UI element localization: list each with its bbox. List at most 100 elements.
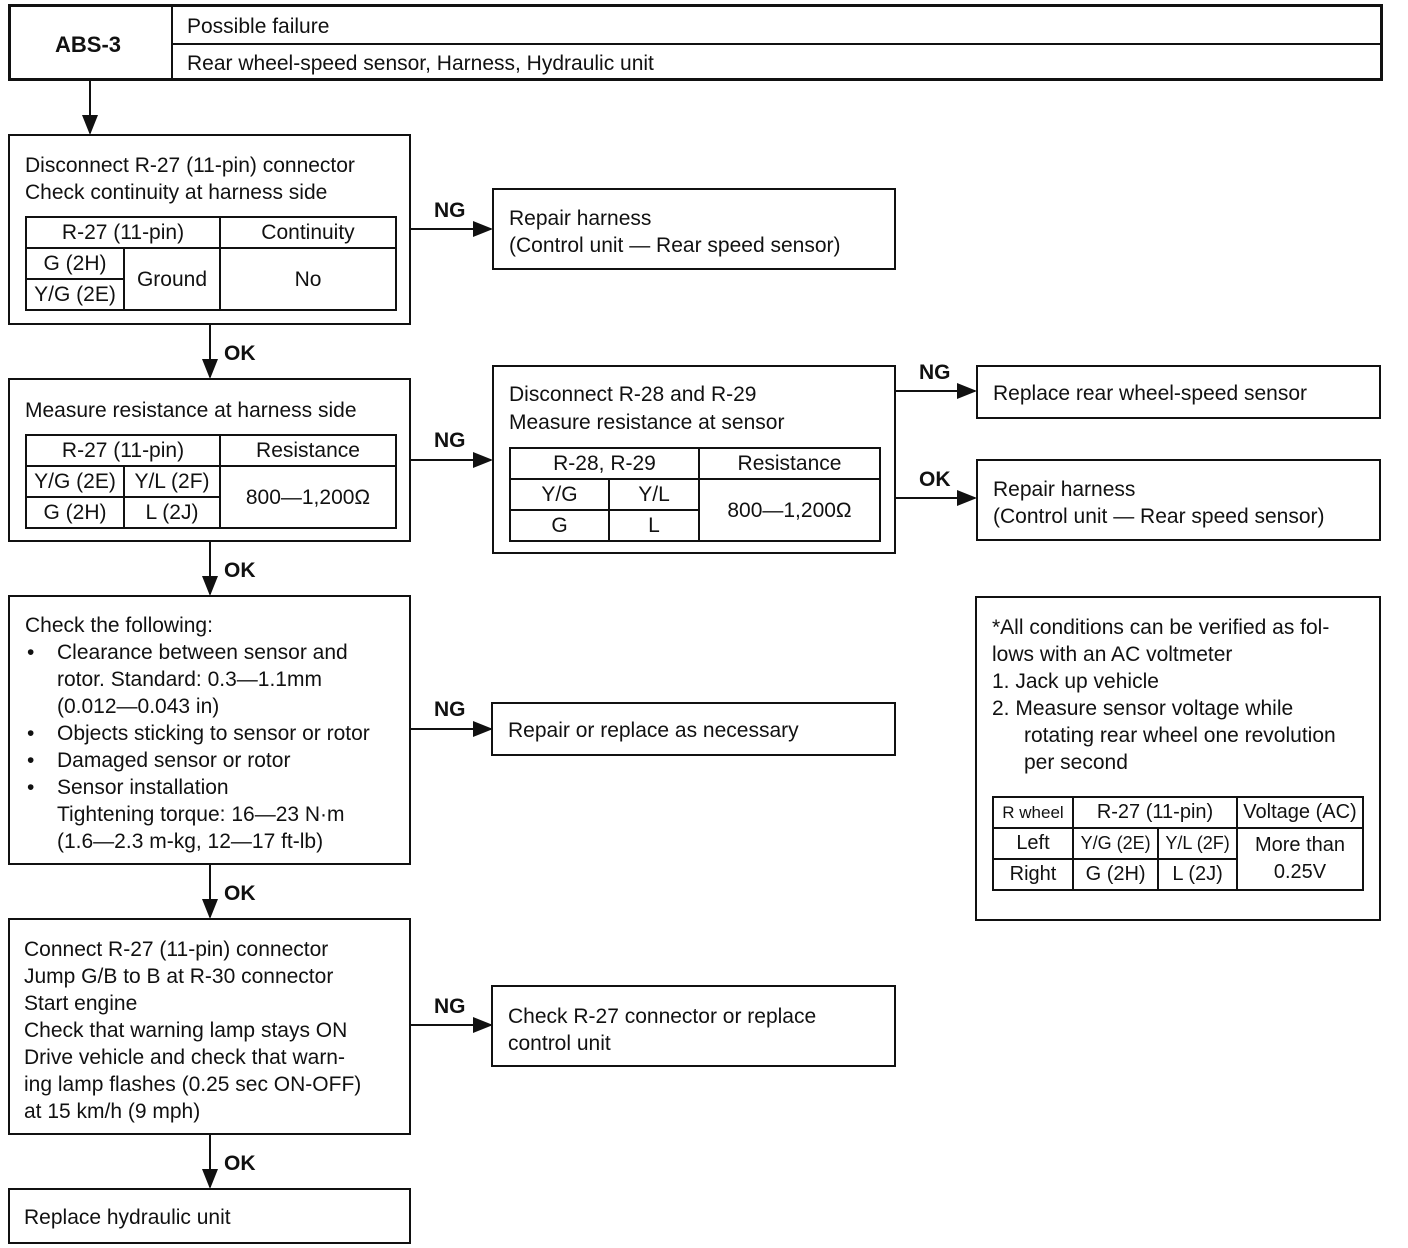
note-line6: per second <box>1024 751 1128 774</box>
note-line4: 2. Measure sensor voltage while <box>992 697 1294 720</box>
note-table-right-b: L (2J) <box>1157 858 1238 891</box>
step4-line3: Start engine <box>24 992 138 1015</box>
note-box: *All conditions can be verified as fol- … <box>975 596 1381 921</box>
step2b-ok-result-line2: (Control unit — Rear speed sensor) <box>993 505 1325 528</box>
note-table-left-b: Y/L (2F) <box>1157 827 1238 860</box>
step2b-table-value: 800—1,200Ω <box>698 478 881 542</box>
header-code-cell: ABS-3 <box>11 7 173 78</box>
step1-table-ground: Ground <box>123 247 221 311</box>
step1-line1: Disconnect R-27 (11-pin) connector <box>25 154 355 177</box>
step3-bullet4-line3: (1.6—2.3 m-kg, 12—17 ft-lb) <box>57 830 324 853</box>
step2b-ng-result-box: Replace rear wheel-speed sensor <box>976 365 1381 419</box>
step1-table: R-27 (11-pin) Continuity G (2H) Ground N… <box>25 216 397 311</box>
note-table: R wheel R-27 (11-pin) Voltage (AC) Left … <box>992 796 1364 891</box>
step2-table: R-27 (11-pin) Resistance Y/G (2E) Y/L (2… <box>25 434 397 529</box>
step2b-ok-result-line1: Repair harness <box>993 478 1136 501</box>
step5-line1: Replace hydraulic unit <box>24 1206 231 1229</box>
step2b-line2: Measure resistance at sensor <box>509 411 785 434</box>
step1-ng-label: NG <box>434 199 466 222</box>
step2b-ng-label: NG <box>919 361 951 384</box>
step4-ng-result-box: Check R-27 connector or replace control … <box>491 985 896 1067</box>
step3-bullet2: Objects sticking to sensor or rotor <box>57 722 370 745</box>
note-table-left: Left <box>992 827 1074 860</box>
possible-failure-value: Rear wheel-speed sensor, Harness, Hydrau… <box>187 52 654 75</box>
note-line1: *All conditions can be verified as fol- <box>992 616 1330 639</box>
step1-table-pin2: Y/G (2E) <box>25 278 125 311</box>
step3-box: Check the following: • Clearance between… <box>8 595 411 865</box>
step3-bullet4-dot: • <box>27 776 35 799</box>
step2-table-r1c2: Y/L (2F) <box>123 465 221 498</box>
step2b-ng-result: Replace rear wheel-speed sensor <box>993 382 1308 405</box>
header-code: ABS-3 <box>55 32 122 57</box>
step2-ok-label: OK <box>224 559 256 582</box>
step4-line7: at 15 km/h (9 mph) <box>24 1100 201 1123</box>
step1-ng-result-line2: (Control unit — Rear speed sensor) <box>509 234 841 257</box>
possible-failure-label: Possible failure <box>187 15 330 38</box>
step1-ng-result-line1: Repair harness <box>509 207 652 230</box>
step2-line1: Measure resistance at harness side <box>25 399 357 422</box>
step4-line4: Check that warning lamp stays ON <box>24 1019 348 1042</box>
note-table-right: Right <box>992 858 1074 891</box>
step3-bullet3: Damaged sensor or rotor <box>57 749 291 772</box>
step3-bullet1-line1: Clearance between sensor and <box>57 641 348 664</box>
step2-box: Measure resistance at harness side R-27 … <box>8 378 411 542</box>
note-table-right-a: G (2H) <box>1071 858 1160 891</box>
step1-table-col2: Continuity <box>219 216 397 249</box>
step3-bullet3-dot: • <box>27 749 35 772</box>
step3-bullet4-line1: Sensor installation <box>57 776 229 799</box>
step3-bullet1-dot: • <box>27 641 35 664</box>
step1-table-pin1: G (2H) <box>25 247 125 280</box>
note-table-value: More than 0.25V <box>1236 827 1364 891</box>
step2b-table: R-28, R-29 Resistance Y/G Y/L 800—1,200Ω… <box>509 447 881 542</box>
step3-bullet2-dot: • <box>27 722 35 745</box>
step2b-ok-label: OK <box>919 468 951 491</box>
step4-ng-label: NG <box>434 995 466 1018</box>
step2b-table-r1c1: Y/G <box>509 478 610 511</box>
step3-title: Check the following: <box>25 614 213 637</box>
step3-ok-label: OK <box>224 882 256 905</box>
step2-table-value: 800—1,200Ω <box>219 465 397 529</box>
note-line2: lows with an AC voltmeter <box>992 643 1233 666</box>
step1-box: Disconnect R-27 (11-pin) connector Check… <box>8 134 411 325</box>
step2b-line1: Disconnect R-28 and R-29 <box>509 383 757 406</box>
step4-ng-result-line1: Check R-27 connector or replace <box>508 1005 817 1028</box>
step1-line2: Check continuity at harness side <box>25 181 328 204</box>
step2b-ok-result-box: Repair harness (Control unit — Rear spee… <box>976 459 1381 541</box>
step3-bullet1-line2: rotor. Standard: 0.3—1.1mm <box>57 668 322 691</box>
step1-table-col1: R-27 (11-pin) <box>25 216 221 249</box>
step3-ng-result-box: Repair or replace as necessary <box>491 702 896 756</box>
step2b-table-col2: Resistance <box>698 447 881 480</box>
step2-table-r2c2: L (2J) <box>123 496 221 529</box>
step2b-table-col1: R-28, R-29 <box>509 447 700 480</box>
step4-line6: ing lamp flashes (0.25 sec ON-OFF) <box>24 1073 362 1096</box>
note-line5: rotating rear wheel one revolution <box>1024 724 1336 747</box>
step3-bullet1-line3: (0.012—0.043 in) <box>57 695 220 718</box>
step3-ng-label: NG <box>434 698 466 721</box>
step3-ng-result: Repair or replace as necessary <box>508 719 799 742</box>
step5-box: Replace hydraulic unit <box>8 1188 411 1244</box>
note-line3: 1. Jack up vehicle <box>992 670 1159 693</box>
header-box: ABS-3 Possible failure Rear wheel-speed … <box>8 4 1383 81</box>
step2b-table-r2c2: L <box>608 509 700 542</box>
step1-ng-result-box: Repair harness (Control unit — Rear spee… <box>492 188 896 270</box>
step2-table-col2: Resistance <box>219 434 397 467</box>
header-divider <box>171 43 1380 45</box>
step2-table-r1c1: Y/G (2E) <box>25 465 125 498</box>
note-table-col3: Voltage (AC) <box>1236 796 1364 829</box>
step4-line2: Jump G/B to B at R-30 connector <box>24 965 334 988</box>
step3-bullet4-line2: Tightening torque: 16—23 N·m <box>57 803 345 826</box>
note-table-col2: R-27 (11-pin) <box>1072 796 1238 829</box>
note-table-left-a: Y/G (2E) <box>1071 827 1160 860</box>
step4-ok-label: OK <box>224 1152 256 1175</box>
step2-ng-label: NG <box>434 429 466 452</box>
step2b-box: Disconnect R-28 and R-29 Measure resista… <box>492 365 896 554</box>
step4-ng-result-line2: control unit <box>508 1032 611 1055</box>
step1-table-result: No <box>219 247 397 311</box>
step2b-table-r1c2: Y/L <box>608 478 700 511</box>
step2b-table-r2c1: G <box>509 509 610 542</box>
step2-table-col1: R-27 (11-pin) <box>25 434 221 467</box>
step4-line5: Drive vehicle and check that warn- <box>24 1046 345 1069</box>
note-table-col1: R wheel <box>992 796 1074 829</box>
step4-line1: Connect R-27 (11-pin) connector <box>24 938 329 961</box>
